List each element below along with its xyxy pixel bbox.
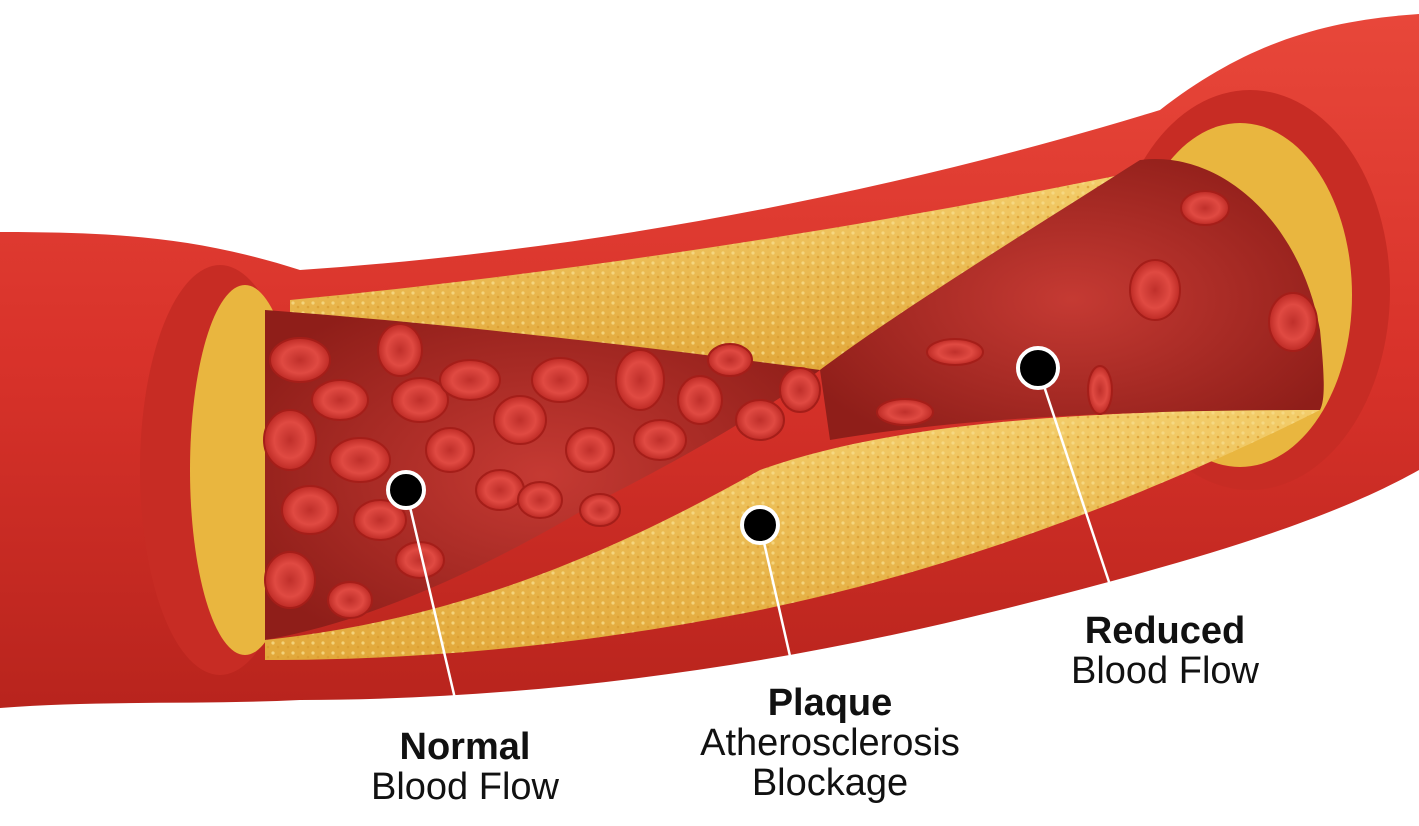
label-normal-blood-flow: Normal Blood Flow (330, 728, 600, 808)
label-plaque-line2: Blockage (640, 764, 1020, 804)
label-plaque-line1: Atherosclerosis (640, 724, 1020, 764)
label-reduced-title: Reduced (1030, 612, 1300, 652)
label-plaque-title: Plaque (640, 684, 1020, 724)
marker-reduced (1018, 348, 1058, 388)
label-plaque: Plaque Atherosclerosis Blockage (640, 684, 1020, 804)
label-normal-subtitle: Blood Flow (330, 768, 600, 808)
marker-normal (388, 472, 424, 508)
label-reduced-blood-flow: Reduced Blood Flow (1030, 612, 1300, 692)
label-normal-title: Normal (330, 728, 600, 768)
marker-plaque (742, 507, 778, 543)
label-reduced-subtitle: Blood Flow (1030, 652, 1300, 692)
